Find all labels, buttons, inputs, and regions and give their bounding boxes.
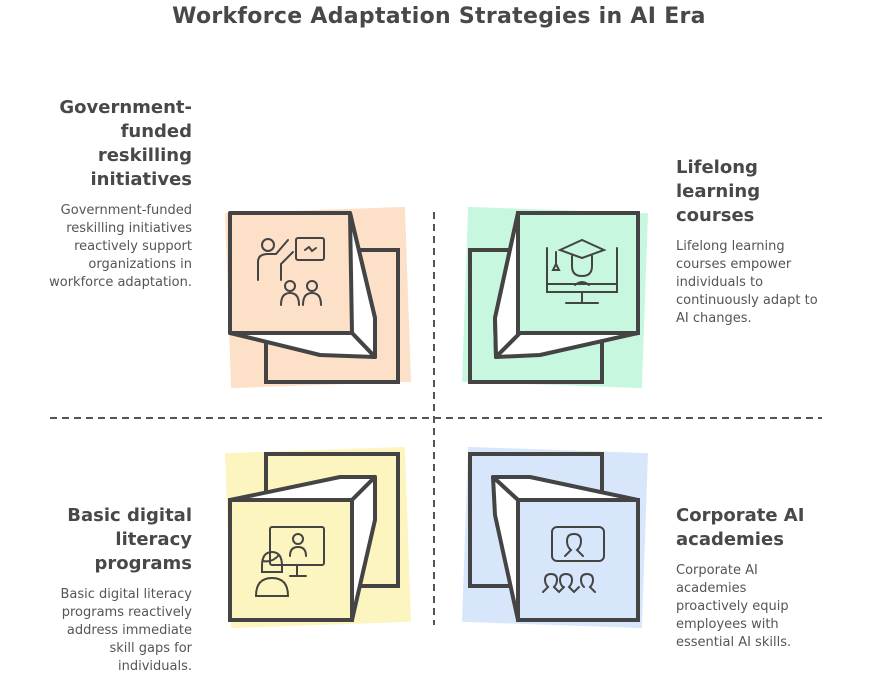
quadrant-text-bottom-left: Basic digital literacy programs Basic di…	[42, 504, 192, 676]
quadrant-graphic-top-right	[461, 206, 648, 389]
quadrant-text-top-right: Lifelong learning courses Lifelong learn…	[676, 156, 821, 328]
quadrant-text-top-left: Government-funded reskilling initiatives…	[42, 96, 192, 292]
quadrant-graphic-bottom-left	[225, 446, 412, 629]
quadrant-graphic-top-left	[225, 206, 412, 389]
quadrant-description: Lifelong learning courses empower indivi…	[676, 239, 818, 326]
quadrant-axes	[50, 212, 822, 625]
quadrant-graphic-bottom-right	[461, 446, 648, 629]
quadrant-heading: Government-funded reskilling initiatives	[59, 97, 192, 190]
learner-with-monitor-icon	[254, 526, 325, 597]
diagram-title: Workforce Adaptation Strategies in AI Er…	[172, 4, 706, 29]
quadrant-description: Government-funded reskilling initiatives…	[49, 203, 192, 290]
group-video-meeting-icon	[542, 526, 605, 594]
quadrant-heading: Corporate AI academies	[676, 505, 805, 550]
presenter-teaching-audience-icon	[257, 237, 325, 306]
quadrant-description: Corporate AI academies proactively equip…	[676, 563, 792, 650]
quadrant-description: Basic digital literacy programs reactive…	[60, 587, 192, 674]
quadrant-heading: Basic digital literacy programs	[67, 505, 192, 574]
quadrant-text-bottom-right: Corporate AI academies Corporate AI acad…	[676, 504, 821, 652]
graduate-monitor-icon	[546, 238, 618, 304]
quadrant-heading: Lifelong learning courses	[676, 157, 761, 226]
